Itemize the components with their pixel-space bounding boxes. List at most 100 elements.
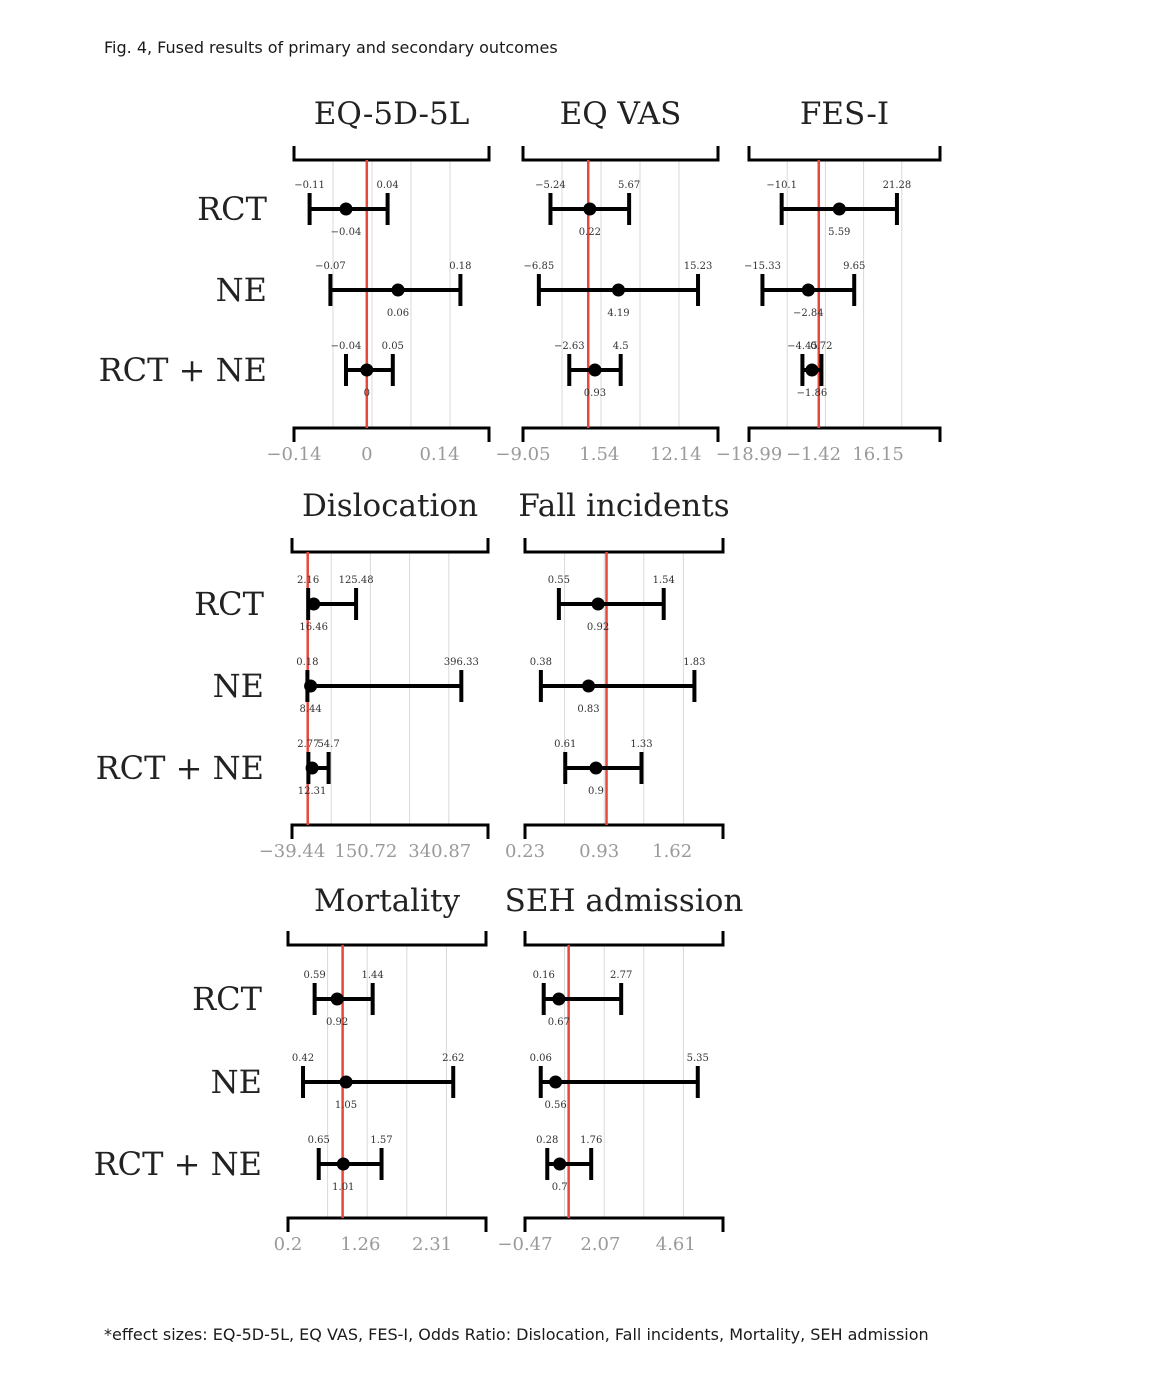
lower-bound-label: −2.63 bbox=[554, 341, 585, 352]
estimate-label: 0.67 bbox=[548, 1017, 570, 1028]
upper-bound-label: 1.83 bbox=[683, 657, 705, 668]
lower-bound-label: 0.18 bbox=[296, 657, 318, 668]
lower-bound-label: −10.1 bbox=[766, 180, 797, 191]
upper-bound-label: 1.76 bbox=[580, 1135, 602, 1146]
tick-label: 1.62 bbox=[652, 841, 692, 862]
top-bracket bbox=[292, 146, 491, 162]
lower-bound-label: 0.06 bbox=[530, 1053, 552, 1064]
lower-bound-label: 0.42 bbox=[292, 1053, 314, 1064]
point-estimate bbox=[339, 1075, 353, 1089]
lower-bound-label: 0.55 bbox=[548, 575, 570, 586]
row-label-rct-plus-ne: RCT + NE bbox=[94, 1145, 262, 1183]
point-estimate bbox=[305, 761, 319, 775]
tick-label: 2.07 bbox=[580, 1234, 620, 1255]
upper-bound-label: 9.65 bbox=[843, 261, 865, 272]
lower-bound-label: −0.11 bbox=[294, 180, 325, 191]
point-estimate bbox=[588, 363, 602, 377]
tick-label: 4.61 bbox=[656, 1234, 696, 1255]
panel-fall-incidents: Fall incidents 0.23 0.93 1.62 0.92 0.55 1.54 0.… bbox=[505, 488, 730, 862]
row-label-rct: RCT bbox=[192, 980, 263, 1018]
upper-bound-label: 15.23 bbox=[684, 261, 713, 272]
footnote: *effect sizes: EQ-5D-5L, EQ VAS, FES-I, … bbox=[104, 1325, 929, 1344]
estimate-label: 16.46 bbox=[299, 622, 328, 633]
top-bracket bbox=[286, 931, 488, 947]
lower-bound-label: 0.16 bbox=[533, 970, 555, 981]
estimate-label: 8.44 bbox=[299, 704, 321, 715]
top-bracket bbox=[523, 931, 725, 947]
upper-bound-label: 54.7 bbox=[317, 739, 339, 750]
lower-bound-label: 0.65 bbox=[308, 1135, 330, 1146]
point-estimate bbox=[360, 363, 374, 377]
upper-bound-label: 21.28 bbox=[883, 180, 912, 191]
point-estimate bbox=[552, 992, 566, 1006]
upper-bound-label: 5.35 bbox=[687, 1053, 709, 1064]
point-estimate bbox=[801, 283, 815, 297]
estimate-label: 0.93 bbox=[584, 388, 606, 399]
upper-bound-label: 1.44 bbox=[362, 970, 384, 981]
upper-bound-label: 125.48 bbox=[339, 575, 374, 586]
estimate-label: 0.06 bbox=[387, 308, 409, 319]
tick-label: 0.23 bbox=[505, 841, 545, 862]
point-estimate bbox=[589, 761, 603, 775]
upper-bound-label: 0.18 bbox=[449, 261, 471, 272]
tick-label: −9.05 bbox=[495, 444, 550, 465]
tick-label: 0 bbox=[361, 444, 372, 465]
estimate-label: 0.83 bbox=[577, 704, 599, 715]
estimate-label: 1.05 bbox=[335, 1100, 357, 1111]
lower-bound-label: −6.85 bbox=[524, 261, 555, 272]
row-label-rct: RCT bbox=[197, 190, 268, 228]
top-bracket bbox=[290, 538, 490, 554]
tick-label: 1.26 bbox=[340, 1234, 380, 1255]
point-estimate bbox=[611, 283, 625, 297]
upper-bound-label: 2.62 bbox=[442, 1053, 464, 1064]
tick-label: 0.93 bbox=[579, 841, 619, 862]
upper-bound-label: 1.54 bbox=[653, 575, 675, 586]
lower-bound-label: −5.24 bbox=[535, 180, 566, 191]
point-estimate bbox=[549, 1075, 563, 1089]
lower-bound-label: −4.45 bbox=[787, 341, 818, 352]
x-axis bbox=[523, 1216, 725, 1232]
row-label-ne: NE bbox=[213, 667, 264, 705]
lower-bound-label: 0.61 bbox=[554, 739, 576, 750]
upper-bound-label: 396.33 bbox=[444, 657, 479, 668]
estimate-label: −0.04 bbox=[331, 227, 362, 238]
panel-title: Fall incidents bbox=[518, 488, 729, 524]
row-label-rct-plus-ne: RCT + NE bbox=[99, 351, 267, 389]
estimate-label: 5.59 bbox=[828, 227, 850, 238]
lower-bound-label: 0.59 bbox=[303, 970, 325, 981]
panel-title: FES-I bbox=[800, 96, 889, 132]
tick-label: 0.2 bbox=[274, 1234, 303, 1255]
lower-bound-label: −0.04 bbox=[331, 341, 362, 352]
top-bracket bbox=[521, 146, 720, 162]
x-axis bbox=[747, 426, 942, 442]
panel-title: EQ VAS bbox=[560, 96, 682, 132]
tick-label: 16.15 bbox=[852, 444, 904, 465]
estimate-label: 1.01 bbox=[332, 1182, 354, 1193]
estimate-label: 0.56 bbox=[544, 1100, 566, 1111]
tick-label: 12.14 bbox=[650, 444, 702, 465]
x-axis bbox=[292, 426, 491, 442]
tick-label: −18.99 bbox=[716, 444, 783, 465]
point-estimate bbox=[582, 679, 596, 693]
point-estimate bbox=[330, 992, 344, 1006]
upper-bound-label: 0.04 bbox=[376, 180, 398, 191]
row-label-ne: NE bbox=[211, 1063, 262, 1101]
point-estimate bbox=[304, 679, 318, 693]
panel-title: EQ-5D-5L bbox=[314, 96, 470, 132]
point-estimate bbox=[553, 1157, 567, 1171]
x-axis bbox=[521, 426, 720, 442]
estimate-label: 0.22 bbox=[579, 227, 601, 238]
panel-title: Mortality bbox=[314, 883, 460, 919]
tick-label: −1.42 bbox=[786, 444, 841, 465]
upper-bound-label: 2.77 bbox=[610, 970, 632, 981]
estimate-label: 0.92 bbox=[587, 622, 609, 633]
estimate-label: −1.86 bbox=[797, 388, 828, 399]
tick-label: 1.54 bbox=[579, 444, 619, 465]
upper-bound-label: 4.5 bbox=[613, 341, 629, 352]
